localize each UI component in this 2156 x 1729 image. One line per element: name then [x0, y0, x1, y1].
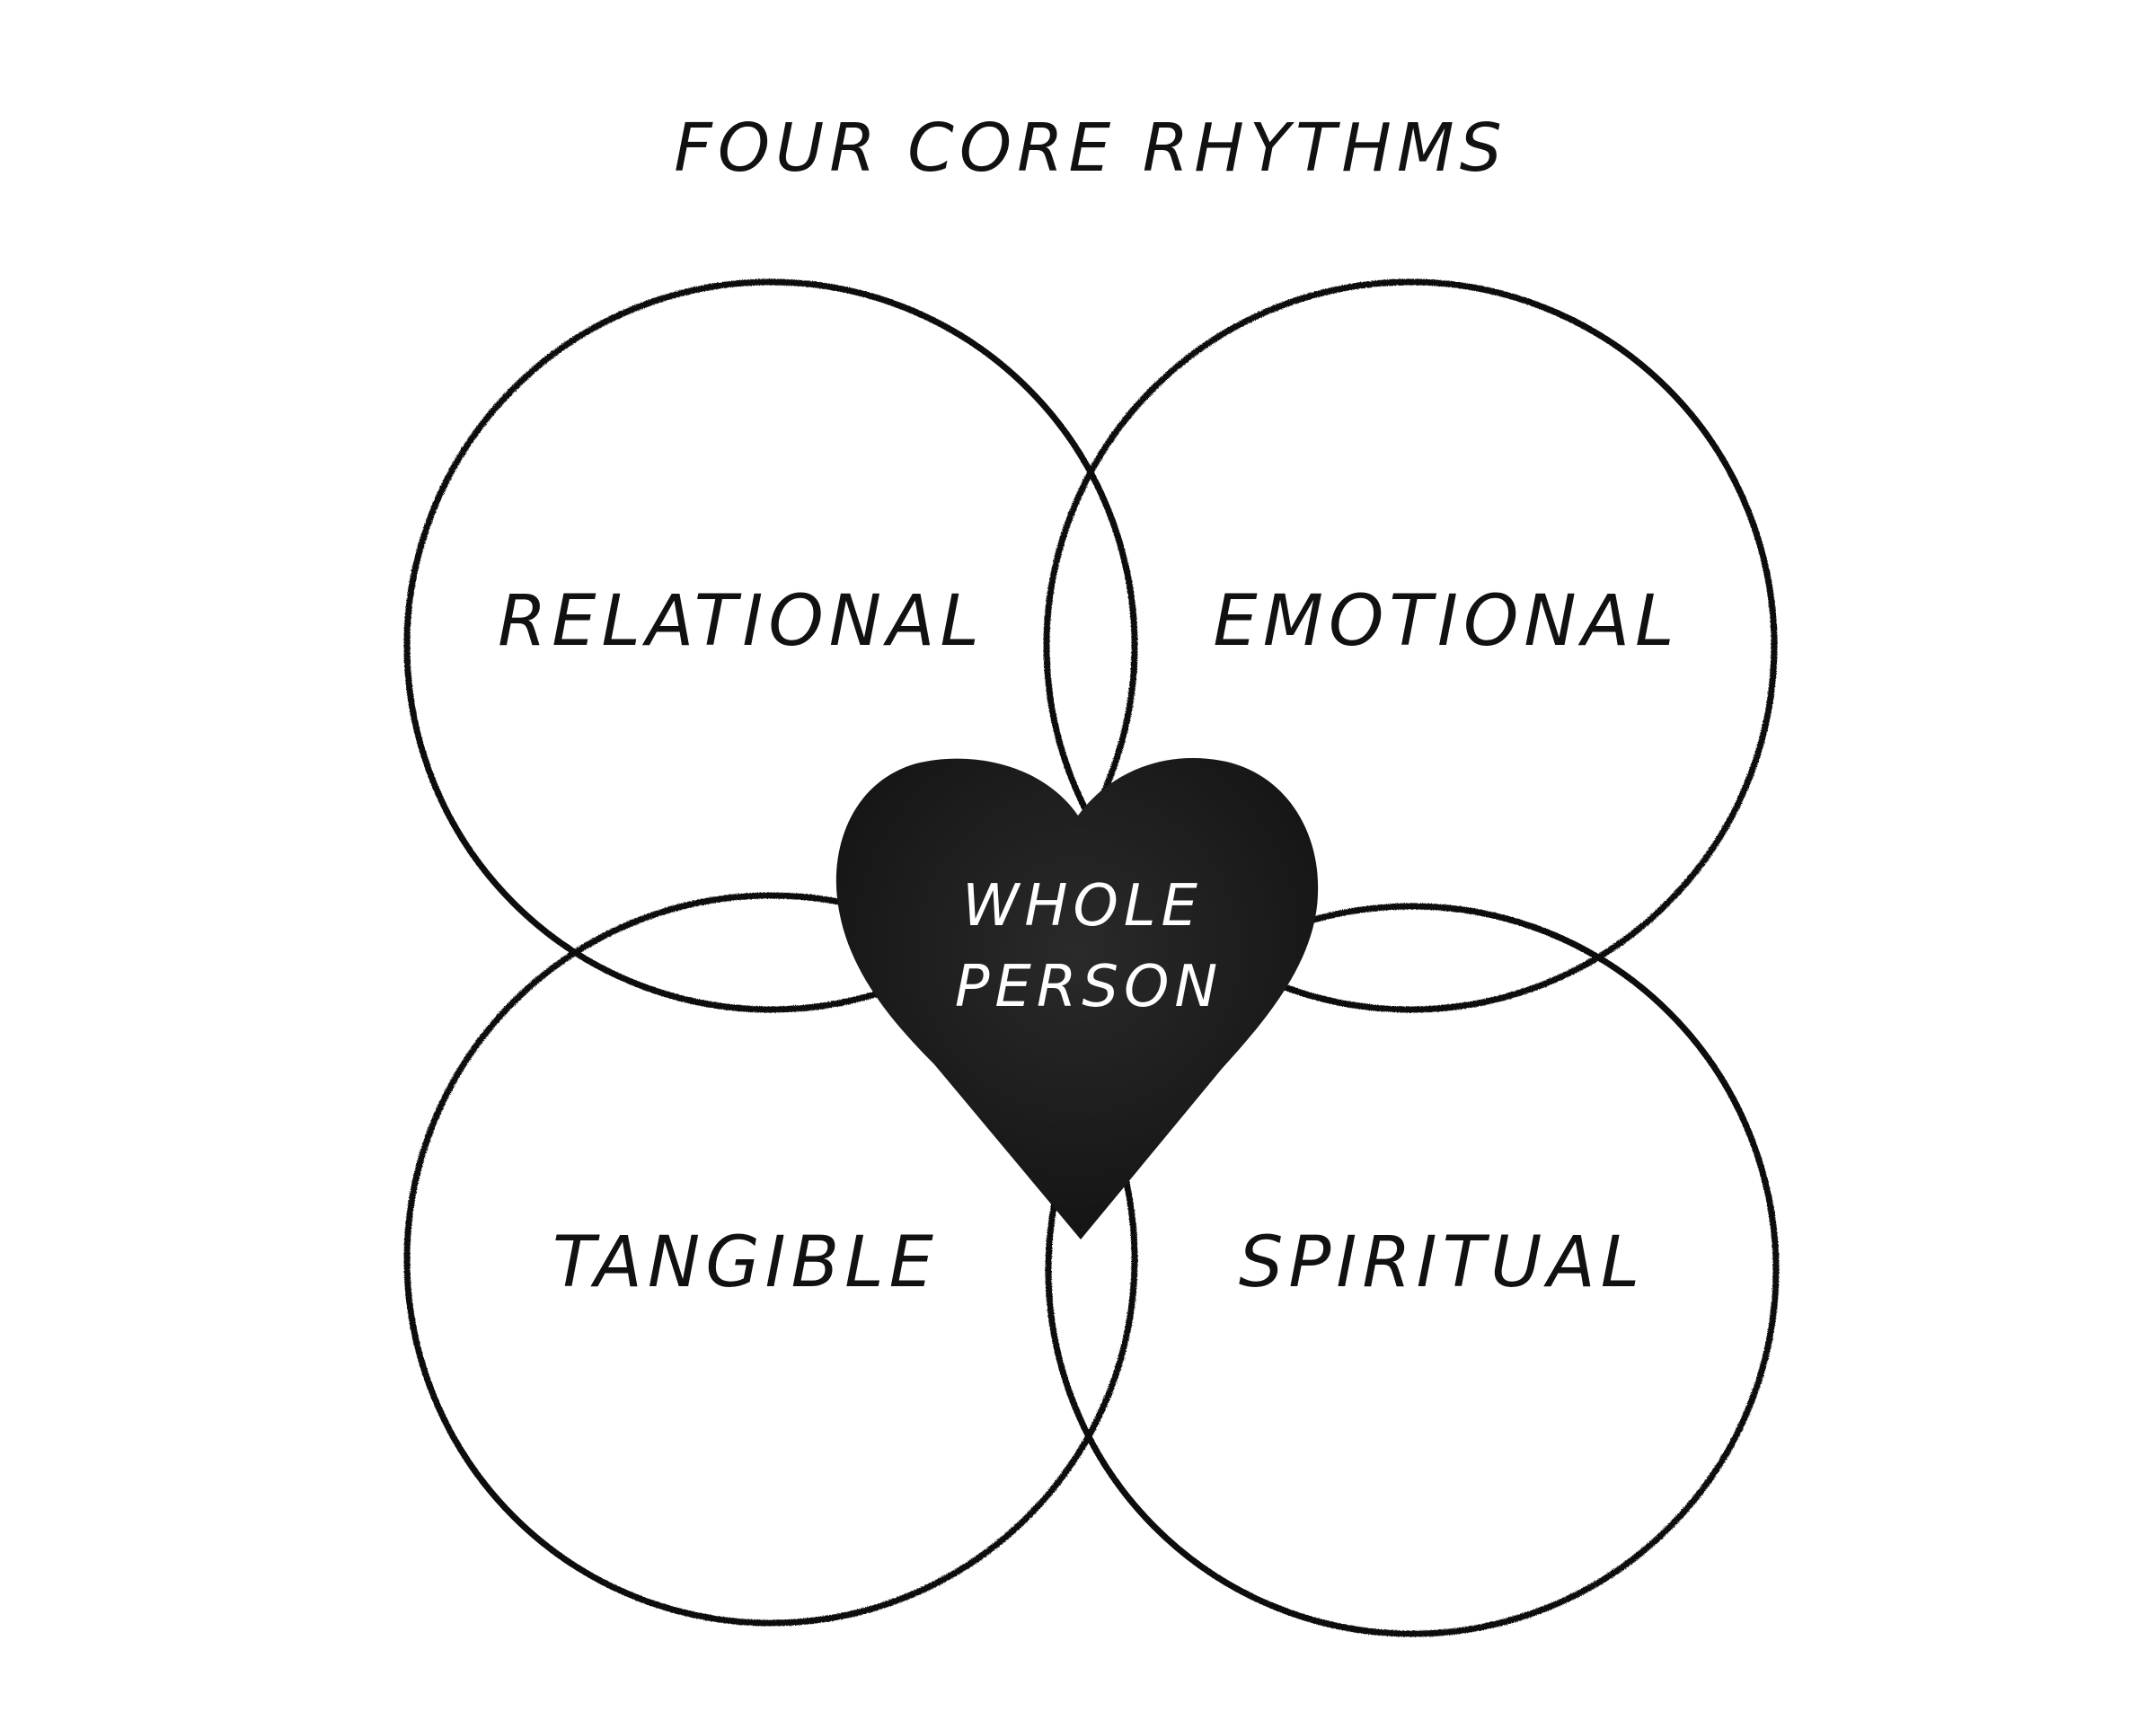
- label-spiritual: SPIRITUAL: [1239, 1222, 1645, 1303]
- center-label-line1: WHOLE: [962, 873, 1203, 939]
- label-emotional: EMOTIONAL: [1213, 581, 1679, 662]
- circle-relational: [403, 278, 1138, 1013]
- heart-icon: [835, 758, 1319, 1239]
- diagram-title: FOUR CORE RHYTHMS: [674, 110, 1507, 187]
- label-relational: RELATIONAL: [498, 581, 985, 662]
- circle-tangible: [403, 892, 1138, 1627]
- label-tangible: TANGIBLE: [552, 1222, 939, 1303]
- circle-spiritual: [1045, 903, 1780, 1637]
- center-label-line2: PERSON: [955, 954, 1223, 1020]
- circle-emotional: [1043, 278, 1778, 1013]
